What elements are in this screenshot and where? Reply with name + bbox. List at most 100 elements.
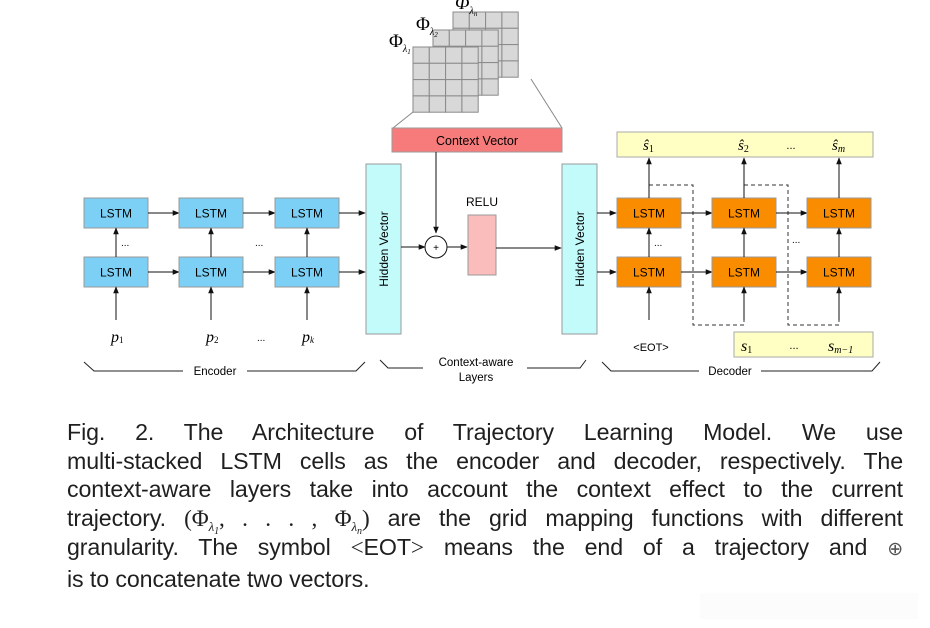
encoder-lstm-top-1: [83, 197, 149, 229]
encoder: LSTM LSTM p1 LSTM LSTM p2 LSTM LSTM pk.........: [83, 197, 366, 346]
output-sm: ŝm: [832, 138, 845, 155]
context-vector-box: [391, 127, 563, 153]
encoder-layer-ellipsis: ...: [121, 238, 129, 249]
grid-cell: [481, 29, 499, 47]
encoder-lstm-top-2: [178, 197, 244, 229]
grid-cell: [448, 29, 467, 47]
encoder-lstm-bottom-2-label: LSTM: [195, 266, 227, 280]
hidden-vector-decoder-label: Hidden Vector: [573, 211, 587, 286]
output-ellipsis: ...: [786, 140, 795, 152]
figure-caption: Fig. 2. The Architecture of Trajectory L…: [67, 418, 903, 594]
projection-line-left: [392, 111, 414, 129]
grid-1: [412, 46, 479, 113]
relu-box: [467, 214, 497, 276]
grid-cell: [452, 11, 470, 29]
encoder-input-3: pk: [301, 329, 315, 346]
grid-cell: [412, 62, 430, 81]
caption-line-6: is to concatenate two vectors.: [67, 565, 370, 592]
decoder-lstm-top-3-label: LSTM: [823, 207, 855, 221]
grid-cell: [481, 62, 499, 80]
grid-cell: [428, 62, 447, 81]
hidden-vector-encoder-label: Hidden Vector: [377, 211, 391, 286]
caption-text: means the end of a trajectory and: [443, 534, 868, 561]
encoder-lstm-bottom-3-label: LSTM: [291, 266, 323, 280]
grid-cell: [461, 46, 479, 64]
grid-cell: [461, 79, 479, 97]
grid-cell: [428, 46, 447, 64]
grid-cell: [485, 11, 503, 29]
decoder-input-ellipsis: ...: [789, 340, 798, 352]
decoder-input-sm1: sm−1: [828, 338, 853, 356]
decoder-input-box: [733, 331, 874, 358]
caption-line-2: multi-stacked LSTM cells as the encoder …: [67, 447, 903, 474]
grid-cell: [461, 95, 479, 113]
grid-cell: [481, 78, 499, 96]
context-section-label-1: Context-aware: [439, 357, 514, 369]
watermark-region: [700, 593, 918, 619]
caption-text: are the grid mapping functions with diff…: [387, 504, 904, 531]
hidden-vector-encoder: [365, 163, 402, 335]
caption-math-phi: (Φλ1, . . . , Φλn): [184, 505, 370, 537]
grid-cell: [481, 45, 499, 64]
caption-lt: <: [350, 535, 364, 562]
grid-cell: [412, 79, 430, 97]
grid-cell: [445, 46, 463, 64]
caption-line-4: trajectory. (Φλ1, . . . , Φλn) are the g…: [67, 504, 904, 537]
decoder-brace: [601, 361, 881, 372]
encoder-input-ellipsis: ...: [257, 333, 265, 344]
encoder-lstm-bottom-2: [178, 256, 244, 288]
caption-line-3: context-aware layers take into account t…: [67, 476, 903, 503]
architecture-figure: Φλn Φλ2 Φλ1 Context Vector LSTMLSTMp1LST…: [83, 0, 881, 384]
grid-cell: [501, 11, 519, 29]
encoder-input-2: p2: [205, 329, 219, 346]
encoder-section-label: Encoder: [194, 366, 237, 378]
grid-cell: [428, 79, 447, 97]
grid-cell: [412, 46, 430, 64]
grid-cell: [461, 62, 479, 81]
decoder-lstm-top-1-label: LSTM: [633, 207, 665, 221]
grid-cell: [465, 29, 483, 47]
grid-label-2: Φλ2: [416, 14, 438, 39]
output-s1: ŝ1: [643, 138, 654, 155]
hidden-vector-decoder: [561, 163, 598, 335]
grid-cell: [501, 44, 519, 62]
projection-line-right: [530, 78, 563, 129]
caption-line-5: granularity. The symbol <EOT> means the …: [67, 533, 903, 565]
caption-line-1: Fig. 2. The Architecture of Trajectory L…: [67, 419, 903, 445]
encoder-lstm-top-3-label: LSTM: [291, 207, 323, 221]
decoder-lstm-bottom-3-label: LSTM: [823, 266, 855, 280]
output-s2: ŝ2: [738, 138, 749, 155]
relu-label: RELU: [466, 195, 498, 209]
output-sequence-box: [616, 131, 874, 158]
grid-cell: [412, 95, 430, 113]
decoder-layer-ellipsis: ...: [654, 238, 662, 249]
caption-eot: EOT: [363, 534, 411, 561]
grid-cell: [501, 27, 519, 46]
decoder-lstm-top-3: [806, 197, 872, 229]
context-vector-label: Context Vector: [436, 134, 518, 148]
encoder-input-1: p1: [110, 329, 124, 346]
decoder-lstm-bottom-1-label: LSTM: [633, 266, 665, 280]
caption-gt: >: [410, 535, 424, 562]
grid-cell: [501, 60, 519, 78]
grid-cell: [445, 95, 463, 113]
encoder-lstm-top-1-label: LSTM: [100, 207, 132, 221]
caption-text: granularity. The symbol: [67, 534, 331, 561]
decoder: LSTMLSTMLSTMLSTMLSTMLSTM......: [597, 157, 872, 326]
context-brace: [379, 359, 587, 369]
grid-mapping-stack: [412, 11, 519, 113]
decoder-layer-ellipsis: ...: [792, 235, 800, 246]
concat-plus-symbol: +: [433, 243, 439, 254]
decoder-section-label: Decoder: [708, 366, 752, 378]
encoder-layer-ellipsis: ...: [255, 238, 263, 249]
context-section-label-2: Layers: [459, 372, 494, 384]
encoder-lstm-top-2-label: LSTM: [195, 207, 227, 221]
grid-cell: [445, 62, 463, 81]
encoder-lstm-bottom-1-label: LSTM: [100, 266, 132, 280]
encoder-brace: [83, 361, 366, 372]
oplus-symbol: ⊕: [887, 539, 904, 561]
grid-cell: [428, 95, 447, 113]
grid-label-3: Φλn: [455, 0, 478, 18]
decoder-lstm-bottom-2-label: LSTM: [728, 266, 760, 280]
caption-text: trajectory.: [67, 504, 166, 531]
